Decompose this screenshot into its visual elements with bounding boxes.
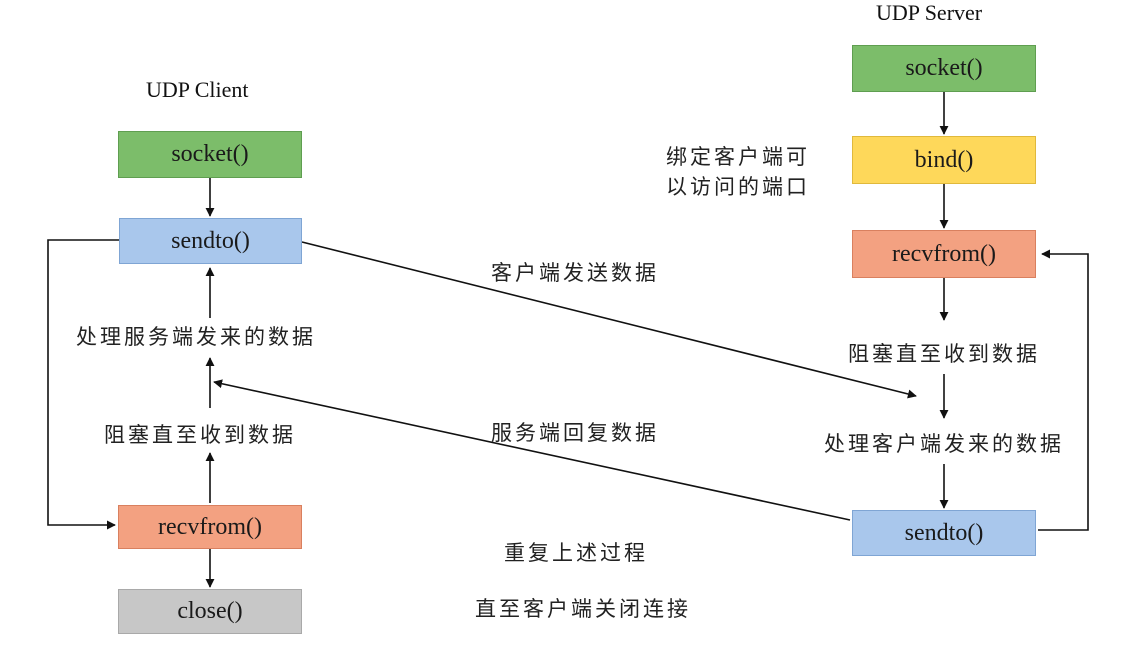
server-sendto-node: sendto() — [852, 510, 1036, 556]
repeat-label-line2: 直至客户端关闭连接 — [475, 597, 691, 621]
server-process-label: 处理客户端发来的数据 — [824, 432, 1064, 456]
server-bind-label-line1: 绑定客户端可 — [666, 145, 810, 169]
client-socket-node: socket() — [118, 131, 302, 178]
server-title: UDP Server — [876, 0, 983, 25]
client-sendto-node: sendto() — [119, 218, 302, 264]
server-loop-arrow — [1038, 249, 1089, 531]
server-reply-label: 服务端回复数据 — [491, 421, 659, 445]
client-loop-arrow — [47, 239, 119, 530]
server-bind-node: bind() — [852, 136, 1036, 184]
server-recvfrom-node: recvfrom() — [852, 230, 1036, 278]
client-send-message-arrow — [301, 241, 917, 399]
server-reply-message-arrow — [213, 379, 851, 521]
repeat-label-line1: 重复上述过程 — [504, 541, 648, 565]
client-send-label: 客户端发送数据 — [491, 261, 659, 285]
server-block-label: 阻塞直至收到数据 — [848, 342, 1040, 366]
client-process-label: 处理服务端发来的数据 — [76, 325, 316, 349]
client-recvfrom-node: recvfrom() — [118, 505, 302, 549]
client-title: UDP Client — [146, 77, 249, 102]
client-close-node: close() — [118, 589, 302, 634]
client-block-label: 阻塞直至收到数据 — [104, 423, 296, 447]
server-socket-node: socket() — [852, 45, 1036, 92]
server-bind-label-line2: 以访问的端口 — [666, 175, 810, 199]
